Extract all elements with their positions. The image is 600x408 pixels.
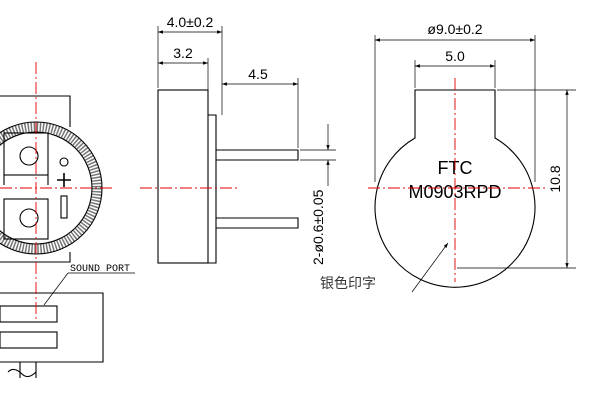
silver-print-leader	[411, 242, 449, 293]
bottom-slot-upper	[0, 305, 58, 323]
front-speckled-ring	[0, 122, 102, 254]
front-housing-top	[0, 95, 71, 127]
side-step	[208, 114, 217, 264]
dim-pin-spec-text: 2-ø0.6±0.05	[310, 189, 326, 265]
front-small-dot	[59, 157, 69, 167]
side-body	[157, 89, 209, 264]
lower-terminal	[3, 198, 49, 240]
sound-port-label: SOUND PORT	[70, 264, 130, 275]
centerlines	[0, 62, 545, 322]
upper-terminal-legs	[3, 175, 49, 185]
front-view: SOUND PORT	[0, 95, 135, 378]
lower-terminal-hole	[19, 208, 39, 228]
silver-print-label: 银色印字	[320, 275, 376, 292]
dim-body-length-text: 4.0±0.2	[167, 14, 214, 30]
dim-total-height-ext	[457, 89, 576, 269]
side-pin-upper	[216, 149, 299, 161]
dim-tab-width-text: 5.0	[445, 48, 465, 64]
front-housing-bottom	[0, 252, 71, 263]
side-pin-lower	[216, 217, 299, 229]
upper-terminal	[3, 132, 49, 176]
bottom-slot-lower	[0, 331, 58, 349]
top-view: FTC M0903RPD ø9.0±0.2 5.0 10.8 银色印字	[320, 21, 576, 293]
model-text: M0903RPD	[408, 182, 501, 202]
plus-mark-icon	[57, 173, 71, 187]
bottom-wave	[7, 368, 37, 378]
dim-pin-spec-ext	[300, 149, 336, 161]
dim-outer-diameter-ext	[374, 35, 536, 182]
dim-body-inner-text: 3.2	[173, 45, 193, 61]
dim-pin-length-text: 4.5	[248, 66, 268, 82]
minus-mark-icon	[60, 195, 68, 219]
bottom-legs	[19, 362, 37, 378]
bottom-bracket-outline	[0, 292, 104, 363]
dim-outer-diameter-text: ø9.0±0.2	[427, 21, 482, 37]
top-outline	[374, 89, 536, 288]
dim-total-height-text: 10.8	[547, 165, 563, 192]
dim-body-length-ext	[157, 26, 223, 115]
upper-terminal-hole	[19, 146, 39, 166]
sound-port-leader	[43, 272, 135, 306]
side-view: 4.0±0.2 3.2 4.5 2-ø0.6±0.05	[157, 14, 336, 265]
